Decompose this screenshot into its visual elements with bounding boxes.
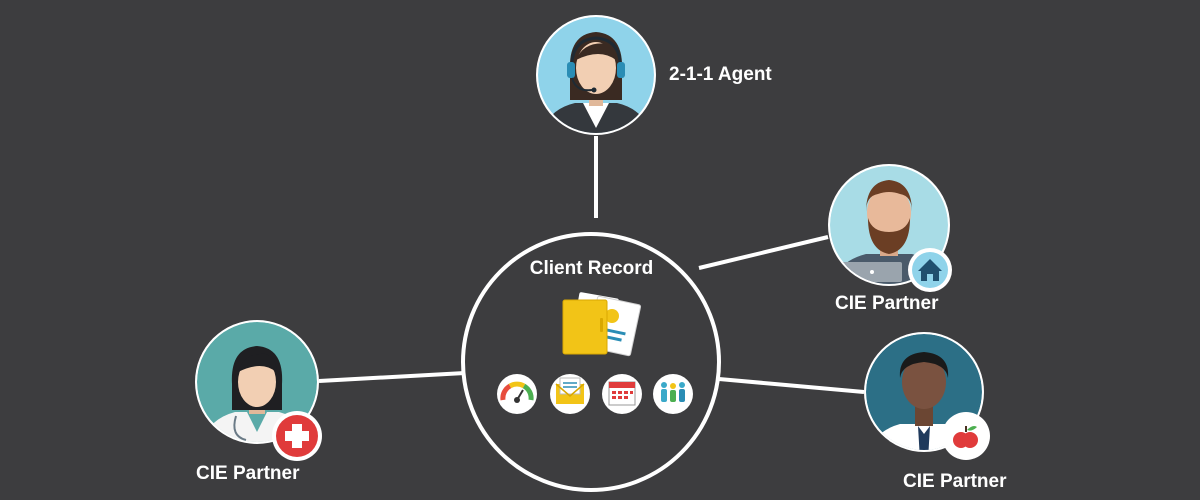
agent-label: 2-1-1 Agent bbox=[669, 64, 772, 85]
calendar-icon bbox=[602, 374, 642, 414]
medical-cross-icon bbox=[285, 424, 309, 448]
gauge-icon bbox=[497, 374, 537, 414]
housing-partner-label: CIE Partner bbox=[835, 293, 939, 314]
house-icon bbox=[918, 259, 942, 281]
folder-icon bbox=[562, 292, 642, 357]
apple-badge bbox=[942, 412, 990, 460]
family-icon bbox=[653, 374, 693, 414]
envelope-icon bbox=[550, 374, 590, 414]
health-partner-label: CIE Partner bbox=[196, 463, 300, 484]
client-record-hub bbox=[461, 232, 721, 492]
medical-badge bbox=[272, 411, 322, 461]
call-center-agent-avatar bbox=[536, 15, 656, 135]
connector-health bbox=[318, 371, 466, 383]
connector-housing bbox=[698, 235, 829, 270]
connector-lines bbox=[318, 136, 865, 394]
connector-education bbox=[718, 377, 865, 394]
apple-icon bbox=[953, 426, 978, 448]
client-record-title: Client Record bbox=[529, 258, 654, 279]
education-partner-label: CIE Partner bbox=[903, 471, 1007, 492]
house-badge bbox=[908, 248, 952, 292]
